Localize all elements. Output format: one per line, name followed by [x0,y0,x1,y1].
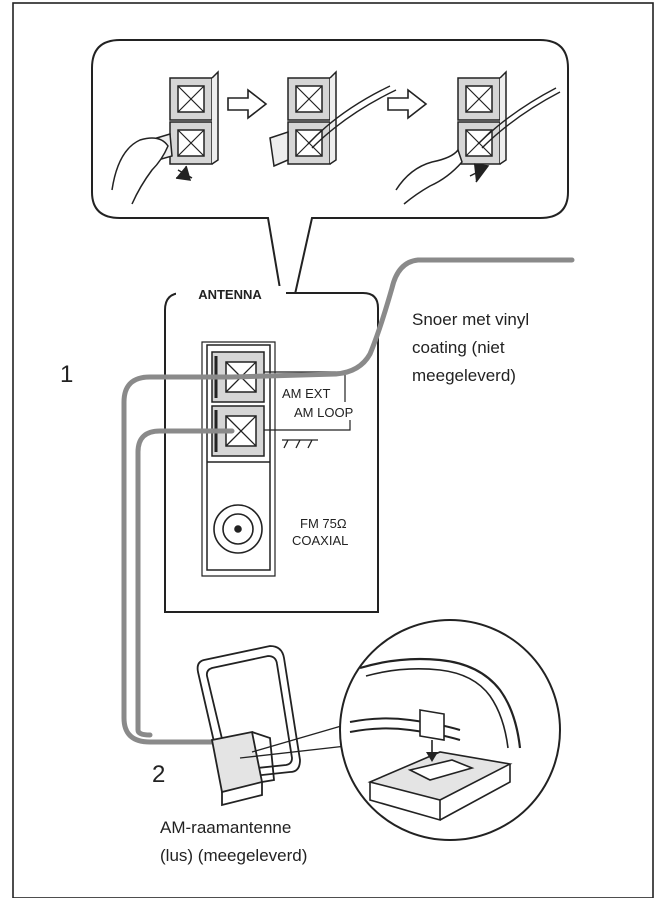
step-2-number: 2 [152,761,165,788]
fm-label-line1: FM 75Ω [300,516,347,531]
am-ext-label: AM EXT [282,386,330,401]
vinyl-wire-label-line3: meegeleverd) [412,366,516,385]
terminal-step-a-illustration [111,70,219,205]
loop-antenna-label-line1: AM-raamantenne [160,818,291,837]
loop-antenna-label-line2: (lus) (meegeleverd) [160,846,307,865]
am-loop-antenna [196,645,301,807]
step-1-number: 1 [60,361,73,388]
antenna-panel-title: ANTENNA [198,287,262,302]
am-loop-label: AM LOOP [294,405,353,420]
terminal-step-b-illustration [269,70,397,168]
antenna-panel [164,286,379,613]
fm-label-line2: COAXIAL [292,533,348,548]
vinyl-wire-label-line1: Snoer met vinyl [412,310,529,329]
fm-coaxial-jack [213,504,263,554]
cables [121,257,575,745]
vinyl-wire-label-line2: coating (niet [412,338,505,357]
loop-antenna-zoom-detail [339,619,561,841]
page-frame [12,2,654,898]
step-arrow-icon [387,88,428,120]
terminal-step-c-illustration [395,70,561,205]
step-arrow-icon [227,88,268,120]
zoom-leader-lines [239,721,356,759]
ground-icon [282,439,318,449]
